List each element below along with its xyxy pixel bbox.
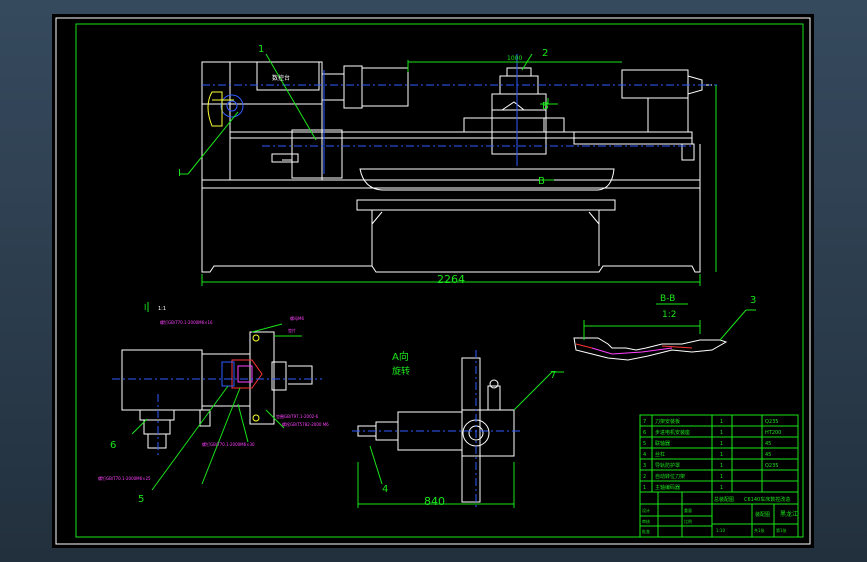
parts-row-2-qty: 1 — [720, 430, 723, 436]
detail-scale-value: 1:1 — [158, 306, 166, 312]
parts-row-5-name: 导轨防护罩 — [655, 462, 680, 469]
tb-designer-label: 设计 — [642, 507, 650, 513]
tb-sheet-count: 共1张 — [754, 527, 765, 533]
tb-checker-label: 审核 — [642, 518, 650, 524]
detail-note-3: 垫片 — [288, 327, 296, 333]
section-B-B — [573, 303, 756, 361]
view-a-sub: 旋转 — [392, 365, 410, 377]
parts-row-3-material: 45 — [765, 441, 771, 447]
detail-note-2: 螺母M6 — [290, 315, 304, 321]
parts-row-7-no: 1 — [643, 485, 646, 491]
parts-row-3-name: 联轴器 — [655, 440, 670, 447]
parts-row-6-qty: 1 — [720, 474, 723, 480]
detail-note-1: 螺钉GB/T70.1-2000M6×16 — [160, 319, 213, 325]
dim-small-top: 1000 — [507, 55, 522, 62]
parts-row-3-no: 5 — [643, 441, 646, 447]
callout-I-top: I — [178, 168, 181, 179]
parts-row-4-no: 4 — [643, 452, 646, 458]
parts-row-1-material: Q235 — [765, 419, 778, 425]
tb-drawing-no: 装配图 — [755, 511, 770, 518]
parts-row-5-no: 3 — [643, 463, 646, 469]
callout-6: 6 — [110, 440, 116, 451]
tb-scale: 1:10 — [716, 528, 725, 533]
tb-school: 黑龙江 — [780, 510, 798, 518]
tb-approver-label: 批准 — [642, 528, 650, 534]
parts-row-6-name: 自动转位刀架 — [655, 473, 685, 480]
inner-frame — [75, 23, 804, 538]
headstock-plate: 数控台 — [272, 74, 290, 82]
section-marker-bottom: B — [538, 176, 545, 187]
parts-row-1-qty: 1 — [720, 419, 723, 425]
view-a-label: A向 — [392, 350, 409, 363]
detail-note-6: 螺钉GB/T70.1-2000M6×30 — [202, 441, 255, 447]
parts-row-2-name: 步进电机安装座 — [655, 429, 690, 436]
view-A — [352, 350, 564, 508]
drawing-sheet: 2264 1000 2 1 I B B 数控台 — [52, 14, 814, 548]
section-marker-top: B — [542, 101, 549, 112]
cad-drawing: 2264 1000 2 1 I B B 数控台 — [55, 17, 811, 545]
parts-row-1-no: 7 — [643, 419, 646, 425]
parts-row-4-qty: 1 — [720, 452, 723, 458]
tb-sheet-no: 第1张 — [776, 527, 787, 533]
callout-4: 4 — [382, 484, 388, 495]
tb-title: C6140车床数控改造 — [744, 496, 790, 503]
parts-row-5-qty: 1 — [720, 463, 723, 469]
outer-frame — [55, 17, 811, 545]
callout-2: 2 — [542, 48, 548, 59]
callout-7: 7 — [550, 370, 556, 381]
dim-bottom-width: 840 — [424, 495, 445, 508]
section-scale: 1:2 — [662, 310, 676, 320]
callout-1-top: 1 — [258, 44, 264, 55]
parts-row-1-name: 刀架安装板 — [655, 418, 680, 425]
tb-ratio-label: 比例 — [684, 518, 692, 524]
dim-overall-length: 2264 — [437, 273, 465, 286]
parts-row-7-qty: 1 — [720, 485, 723, 491]
parts-row-4-name: 丝杠 — [655, 451, 665, 458]
detail-note-4: 垫圈GB/T97.1-2002-6 — [276, 413, 319, 419]
callout-3: 3 — [750, 295, 756, 306]
detail-note-5: 螺栓GB/T5782-2000 M6 — [282, 421, 329, 427]
parts-row-4-material: 45 — [765, 452, 771, 458]
detail-scale-mark: I — [144, 303, 146, 312]
parts-row-2-no: 6 — [643, 430, 646, 436]
parts-row-2-material: HT200 — [765, 430, 781, 436]
parts-row-6-no: 2 — [643, 474, 646, 480]
parts-row-7-name: 主轴编码器 — [655, 484, 680, 491]
section-label: B-B — [660, 294, 675, 304]
detail-note-7: 螺钉GB/T70.1-2000M6×25 — [98, 475, 151, 481]
parts-row-3-qty: 1 — [720, 441, 723, 447]
title-block — [639, 414, 799, 538]
parts-row-5-material: Q235 — [765, 463, 778, 469]
callout-5: 5 — [138, 494, 144, 505]
tb-weight-label: 重量 — [684, 507, 692, 513]
lathe-front-view — [180, 53, 717, 286]
detail-view-I — [112, 302, 322, 491]
tb-assembly-label: 总装配图 — [714, 496, 734, 503]
